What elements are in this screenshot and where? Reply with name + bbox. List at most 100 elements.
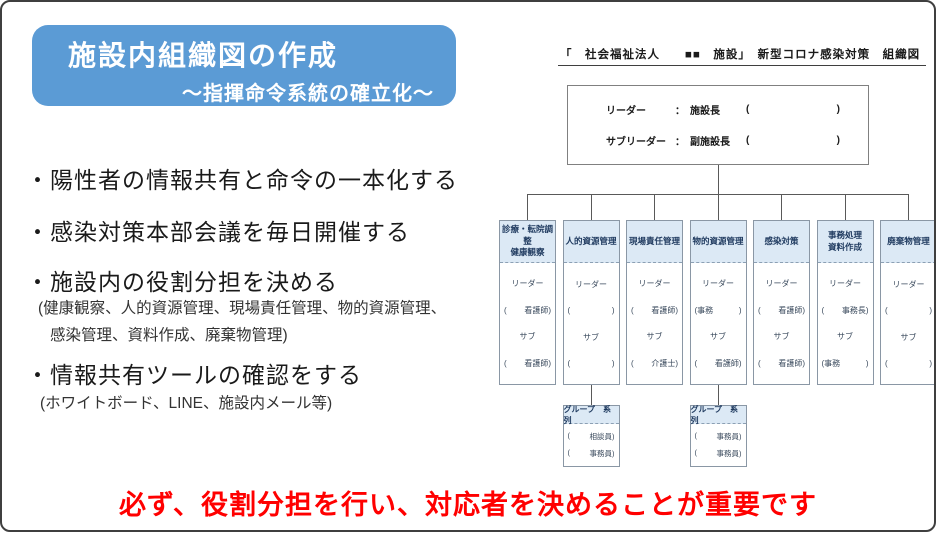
leader-box-row: サブリーダー：副施設長() <box>568 133 868 148</box>
org-column-header: 診療・転院調整健康観察 <box>500 221 555 263</box>
org-column: 人的資源管理リーダー () サブ () <box>562 220 620 385</box>
leader-role-label: サブリーダー <box>606 137 666 148</box>
org-column-row-value: ( 事務長) <box>818 305 873 316</box>
paren-left: ( <box>821 305 825 315</box>
bullet-item: ・施設内の役割分担を決める <box>26 269 338 295</box>
paren-right: 看護師) <box>714 358 742 368</box>
paren-left: ( <box>694 430 698 440</box>
group-box: グループ 系列 ( 相談員) ( 事務員) <box>562 405 620 467</box>
leader-role-value: 施設長 <box>690 106 720 117</box>
paren-left: ( <box>885 306 888 316</box>
paren-right: 事務員) <box>589 449 615 459</box>
paren-open: ( <box>746 104 750 115</box>
paren-right: ) <box>929 306 932 316</box>
org-column-body: リーダー(事務)サブ(看護師) <box>691 263 746 384</box>
org-column-row-value: () <box>564 359 619 368</box>
org-column-body: リーダー(看護師)サブ(看護師) <box>754 263 809 384</box>
bullet-note: (健康観察、人的資源管理、現場責任管理、物的資源管理、 <box>38 300 447 317</box>
connector-drop-line <box>844 194 846 220</box>
paren-left: ( <box>694 448 698 458</box>
paren-left: ( <box>567 448 571 458</box>
connector-drop-line <box>527 194 528 220</box>
connector-drop-line <box>717 194 719 220</box>
org-column-header: 事務処理資料作成 <box>817 221 873 263</box>
org-column-row-label: サブ <box>646 332 663 342</box>
group-box: グループ 系列(事務員)(事務員) <box>689 405 747 467</box>
org-column-header-line: 健康観察 <box>510 247 545 258</box>
org-column-header: 物的資源管理 <box>690 221 746 263</box>
paren-left: (事務 <box>821 358 841 368</box>
org-column: 感染対策リーダー(看護師)サブ(看護師) <box>753 220 810 385</box>
group-box-header: グループ 系列 <box>690 405 746 425</box>
org-column-row-label: リーダー <box>765 279 798 289</box>
bullet-item: ・陽性者の情報共有と命令の一本化する <box>26 167 458 193</box>
org-column-row-value: (介護士) <box>627 358 682 369</box>
org-column-row-label: リーダー <box>829 279 861 289</box>
group-box-row: ( 事務員) <box>691 431 746 442</box>
org-column-row-label: リーダー <box>892 280 925 290</box>
org-column-header-line: 物的資源管理 <box>692 235 744 246</box>
slide-subtitle: 〜指揮命令系統の確立化〜 <box>182 83 434 105</box>
org-column-header-line: 人的資源管理 <box>565 235 617 246</box>
org-column-row-label: リーダー <box>638 279 671 289</box>
org-column-header-line: 事務処理 <box>827 230 862 241</box>
org-column-row-value: (事務) <box>691 305 746 316</box>
org-chart-title: 「 社会福祉法人 ■■ 施設」 新型コロナ感染対策 組織図 <box>558 46 927 66</box>
org-column-body: リーダー()サブ() <box>881 263 934 384</box>
org-column-row-value: () <box>881 306 934 316</box>
org-column-row-value: ( 看護師) <box>691 358 746 369</box>
group-connector-line <box>590 385 592 405</box>
paren-right: 看護師) <box>778 358 805 368</box>
key-message: 必ず、役割分担を行い、対応者を決めることが重要です <box>118 490 818 520</box>
group-box-body: ( 相談員) ( 事務員) <box>564 424 619 466</box>
org-column-header: 感染対策 <box>754 221 809 263</box>
paren-left: ( <box>504 358 507 368</box>
paren-left: (事務 <box>694 305 714 315</box>
group-box-header: グループ 系列 <box>563 405 619 425</box>
paren-right: 相談員) <box>589 431 615 441</box>
org-column-row-label: リーダー <box>702 279 734 289</box>
bullet-item: ・情報共有ツールの確認をする <box>26 362 362 388</box>
org-column-header: 人的資源管理 <box>563 221 619 263</box>
org-column-body: リーダー(看護師)サブ(看護師) <box>500 263 555 384</box>
org-column-row-value: ( 看護師) <box>754 358 809 369</box>
group-box-row: (事務員) <box>691 448 746 459</box>
paren-close: ) <box>836 104 840 115</box>
paren-left: ( <box>631 358 634 368</box>
org-column-row-value: ( 看護師) <box>627 305 682 316</box>
leader-role-value: 副施設長 <box>690 137 730 148</box>
paren-left: ( <box>758 305 761 315</box>
org-column-header-line: 現場責任管理 <box>628 235 680 246</box>
org-column-header: 廃棄物管理 <box>881 221 934 263</box>
paren-right: 看護師) <box>524 305 551 315</box>
connector-drop-line <box>590 194 592 220</box>
colon: ： <box>675 106 685 117</box>
leader-box: リーダー：施設長()サブリーダー：副施設長() <box>567 85 869 165</box>
paren-left: ( <box>567 430 571 440</box>
org-column: 廃棄物管理リーダー()サブ() <box>880 220 934 385</box>
org-column-body: リーダー(事務長)サブ(事務) <box>818 263 873 384</box>
org-column-row-label: リーダー <box>575 280 607 290</box>
org-column: 物的資源管理リーダー(事務)サブ(看護師) <box>689 220 747 385</box>
paren-left: ( <box>567 358 571 368</box>
paren-right: ) <box>611 358 615 368</box>
bullet-item: ・感染対策本部会議を毎日開催する <box>26 219 410 245</box>
paren-right: 事務長) <box>841 305 869 315</box>
paren-right: ) <box>611 306 615 316</box>
paren-left: ( <box>758 358 761 368</box>
bullet-note: (ホワイトボード、LINE、施設内メール等) <box>40 395 333 412</box>
paren-right: 事務員) <box>716 431 742 441</box>
paren-left: ( <box>694 358 698 368</box>
group-box-body: (事務員)(事務員) <box>691 424 746 466</box>
paren-open: ( <box>746 135 750 146</box>
org-column-body: リーダー () サブ () <box>564 263 619 384</box>
paren-right: 看護師) <box>524 358 551 368</box>
org-column-row-label: サブ <box>583 332 599 342</box>
org-column-row-value: (事務) <box>818 358 873 369</box>
slide-title: 施設内組織図の作成 <box>68 40 339 71</box>
paren-left: ( <box>631 305 634 315</box>
org-column-row-value: () <box>564 306 619 315</box>
paren-right: 看護師) <box>778 305 805 315</box>
paren-right: ) <box>865 358 869 368</box>
paren-right: 看護師) <box>651 305 678 315</box>
